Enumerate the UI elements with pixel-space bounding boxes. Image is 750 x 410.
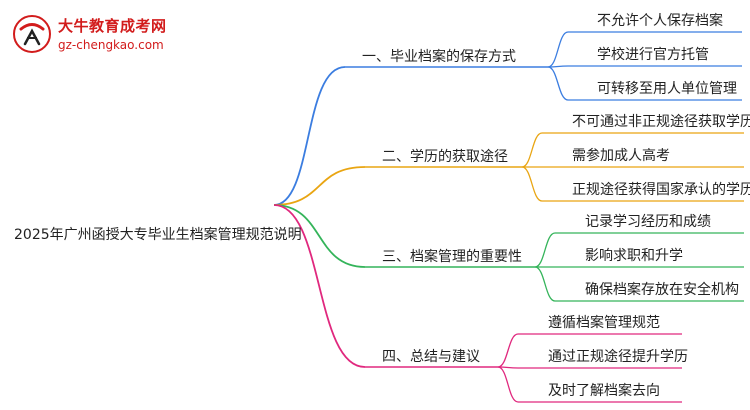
branch-4-item-2: 通过正规途径提升学历 <box>548 349 688 365</box>
branch-4-item-3: 及时了解档案去向 <box>548 383 660 399</box>
branch-4-connector <box>273 204 366 368</box>
branch-4-child-3-connector <box>497 366 519 403</box>
branch-2-child-1-connector <box>521 132 543 168</box>
logo-url: gz-chengkao.com <box>58 38 164 52</box>
branch-2-item-3: 正规途径获得国家承认的学历 <box>572 182 750 198</box>
branch-1-child-1-connector <box>547 31 569 68</box>
branch-2-item-2: 需参加成人高考 <box>572 148 670 164</box>
branch-2-label: 二、学历的获取途径 <box>382 149 508 165</box>
branch-1-item-2: 学校进行官方托管 <box>597 47 709 63</box>
branch-4-child-1-connector <box>497 333 519 368</box>
branch-3-child-1-connector <box>534 232 556 268</box>
branch-2-item-1: 不可通过非正规途径获取学历 <box>572 114 750 130</box>
branch-2-child-3-connector <box>521 166 543 202</box>
branch-4-item-1: 遵循档案管理规范 <box>548 315 660 331</box>
branch-1-child-3-connector <box>547 66 569 101</box>
branch-1-connector <box>273 66 346 206</box>
branch-3-label: 三、档案管理的重要性 <box>382 249 522 265</box>
branch-1-item-1: 不允许个人保存档案 <box>597 13 723 29</box>
branch-2-connector <box>273 166 366 206</box>
site-logo: 大牛教育成考网 gz-chengkao.com <box>6 10 246 58</box>
branch-3-item-1: 记录学习经历和成绩 <box>585 214 711 230</box>
branch-1-item-3: 可转移至用人单位管理 <box>597 81 737 97</box>
branch-3-connector <box>273 204 366 268</box>
branch-3-child-3-connector <box>534 266 556 302</box>
branch-1-label: 一、毕业档案的保存方式 <box>362 49 516 65</box>
logo-badge-icon <box>13 15 51 53</box>
root-topic: 2025年广州函授大专毕业生档案管理规范说明 <box>14 227 302 243</box>
branch-3-item-3: 确保档案存放在安全机构 <box>585 282 739 298</box>
logo-name: 大牛教育成考网 <box>58 17 167 35</box>
branch-4-label: 四、总结与建议 <box>382 349 480 365</box>
branch-3-item-2: 影响求职和升学 <box>585 248 683 264</box>
